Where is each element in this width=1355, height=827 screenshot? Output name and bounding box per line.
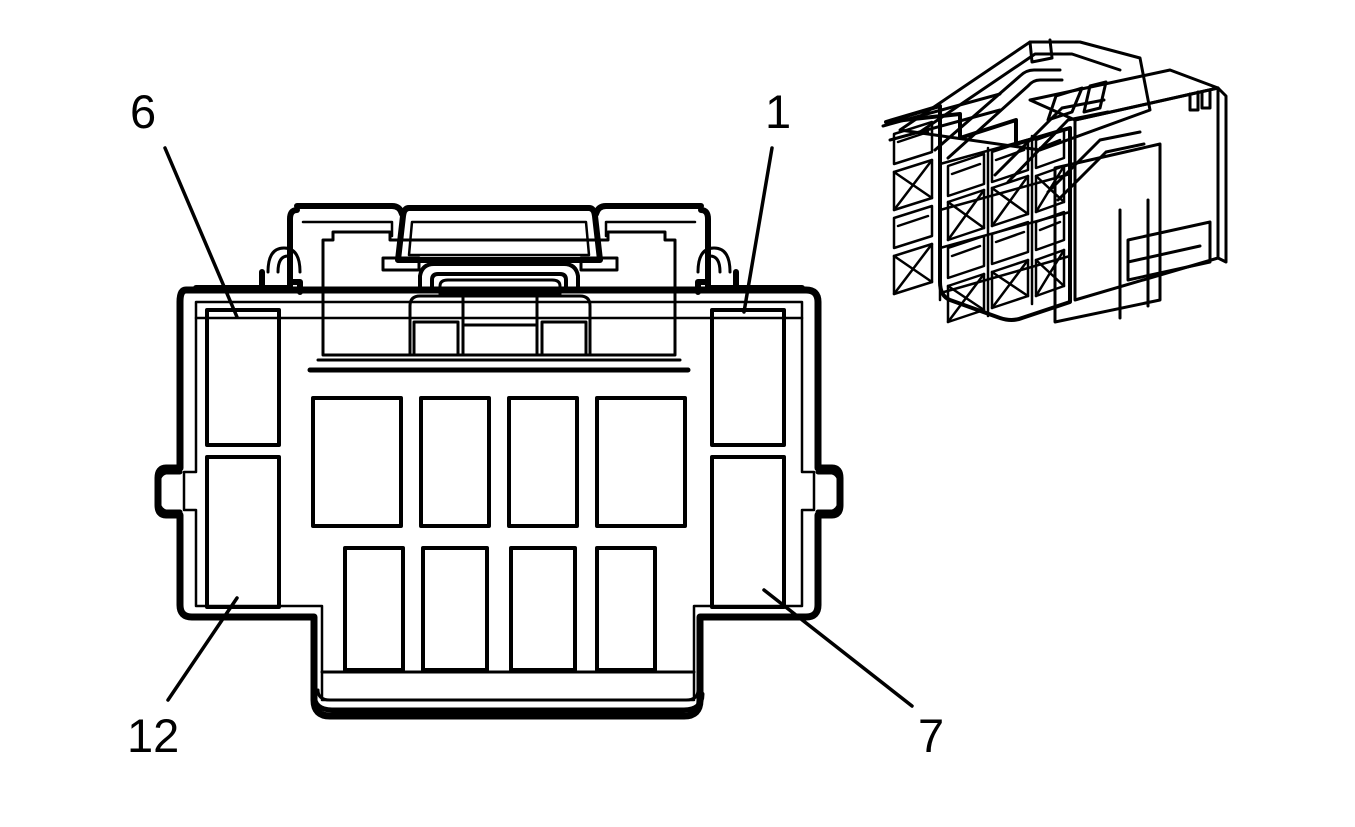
latch-wing-left-inner bbox=[301, 220, 394, 238]
latch-hinge-right-2 bbox=[708, 254, 722, 274]
iso-side-rib-2 bbox=[1126, 244, 1202, 264]
iso-small-teeth bbox=[1188, 88, 1212, 112]
iso-lever-rail-1 bbox=[933, 68, 1062, 152]
center-cavity-top-3 bbox=[507, 396, 579, 528]
iso-div-h1 bbox=[938, 126, 1072, 166]
connector-body-inner-outline bbox=[182, 300, 816, 702]
latch-notch-left bbox=[412, 320, 460, 357]
iso-cav-r3-bar bbox=[1038, 220, 1062, 232]
leader-line-7 bbox=[762, 588, 914, 708]
center-cavity-top-4 bbox=[595, 396, 687, 528]
iso-div-h3 bbox=[938, 210, 1072, 250]
cavity-top-left bbox=[205, 308, 281, 447]
bottom-skirt-step-2 bbox=[316, 688, 700, 702]
latch-hinge-right bbox=[696, 246, 732, 274]
cavity-top-right bbox=[710, 308, 786, 447]
cavity-bottom-left bbox=[205, 455, 281, 609]
iso-cav-r2-x bbox=[1034, 164, 1066, 214]
leader-line-6 bbox=[163, 146, 239, 319]
leader-line-1 bbox=[742, 146, 774, 314]
latch-center-cap-inner bbox=[407, 220, 591, 257]
latch-hinge-left bbox=[266, 246, 302, 274]
latch-handle-bar bbox=[418, 262, 580, 292]
center-cavity-bottom-3 bbox=[509, 546, 577, 672]
iso-div-h2 bbox=[938, 172, 1072, 212]
side-cavity-group bbox=[205, 308, 786, 609]
isometric-view bbox=[881, 38, 1228, 324]
iso-cav-r1-bar bbox=[1038, 138, 1062, 150]
latch-hinge-left-2 bbox=[276, 254, 290, 274]
latch-stub-right bbox=[579, 256, 619, 272]
callout-label-1: 1 bbox=[765, 85, 791, 138]
callout-labels: 6 1 12 7 bbox=[127, 85, 944, 762]
latch-stub-left bbox=[381, 256, 421, 272]
callout-label-6: 6 bbox=[130, 85, 156, 138]
latch-handle-inner bbox=[438, 278, 562, 296]
iso-body-top-face bbox=[1028, 68, 1220, 122]
cavity-bottom-right bbox=[710, 455, 786, 609]
iso-div-h4 bbox=[942, 254, 1072, 294]
latch-notch-right bbox=[540, 320, 588, 357]
leader-line-12 bbox=[166, 596, 239, 702]
center-cavity-group bbox=[311, 396, 687, 672]
latch-wing-left bbox=[287, 207, 303, 295]
callout-label-7: 7 bbox=[918, 709, 944, 762]
iso-cage-dividers bbox=[938, 126, 1072, 318]
iso-cav-n2-x bbox=[990, 174, 1030, 228]
iso-cav-n1-bar bbox=[994, 148, 1026, 162]
center-cavity-bottom-1 bbox=[343, 546, 405, 672]
iso-cav-l2-x bbox=[892, 158, 934, 212]
bottom-skirt-step-3 bbox=[311, 691, 705, 713]
iso-cav-n3-bar bbox=[994, 230, 1026, 244]
iso-cav-l3-bar bbox=[896, 214, 930, 228]
center-cavity-top-2 bbox=[419, 396, 491, 528]
callout-layer bbox=[163, 146, 914, 708]
iso-side-rib bbox=[1126, 220, 1212, 282]
iso-cav-l1 bbox=[892, 120, 934, 166]
iso-cav-l1-bar bbox=[896, 130, 930, 144]
iso-lever-shroud-inner bbox=[918, 52, 1122, 134]
iso-lever-rail-6 bbox=[1056, 142, 1146, 202]
latch-wing-right bbox=[695, 207, 711, 295]
latch-pivot-right bbox=[705, 269, 739, 291]
center-cavity-top-1 bbox=[311, 396, 403, 528]
callout-label-12: 12 bbox=[127, 709, 179, 762]
iso-cav-m1 bbox=[946, 152, 986, 198]
iso-cav-l4-x bbox=[892, 242, 934, 296]
iso-cav-m1-bar bbox=[950, 162, 982, 176]
iso-lever-wedge-2 bbox=[1082, 80, 1108, 114]
side-tab-left bbox=[155, 469, 183, 515]
center-cavity-bottom-4 bbox=[595, 546, 657, 672]
iso-lever-tab-top bbox=[1028, 38, 1054, 64]
iso-body-right-edge bbox=[1216, 86, 1228, 264]
latch-pivot-left bbox=[259, 269, 293, 291]
iso-body-front-plate bbox=[1053, 142, 1162, 324]
front-face-view bbox=[154, 203, 844, 720]
iso-cav-l3 bbox=[892, 204, 934, 250]
side-tab-right bbox=[815, 469, 843, 515]
latch-center-cap bbox=[395, 205, 603, 263]
iso-cav-m3-bar bbox=[950, 244, 982, 258]
iso-cavity-col-left bbox=[892, 120, 934, 296]
latch-lower-block bbox=[408, 294, 592, 357]
latch-wing-right-inner bbox=[604, 220, 697, 238]
latch-body-block bbox=[321, 230, 677, 357]
iso-lever-rail-2 bbox=[946, 78, 1064, 160]
center-cavity-bottom-2 bbox=[421, 546, 489, 672]
iso-lever-wedge bbox=[1046, 86, 1084, 122]
